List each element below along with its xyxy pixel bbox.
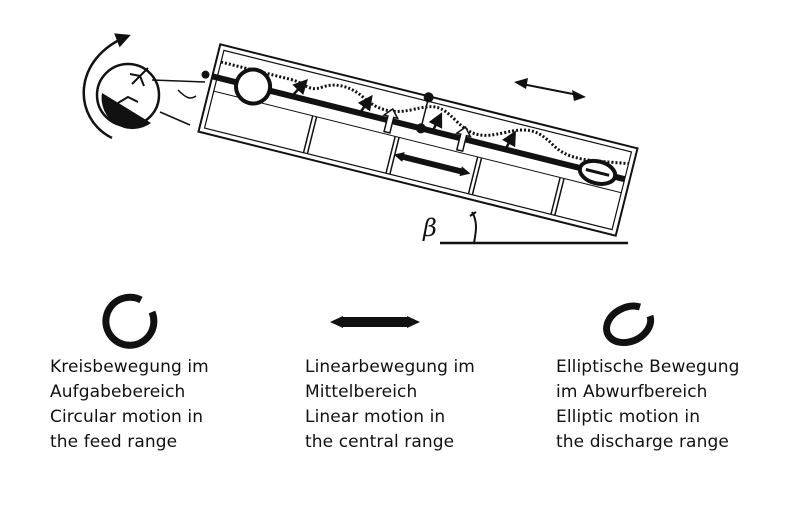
legend-line: Linearbewegung im [305,357,475,377]
circular-motion-icon [102,293,158,349]
legend-line: the discharge range [556,432,729,452]
legend-line: Aufgabebereich [50,382,186,402]
drive-detail-circle [95,62,161,130]
legend-line: Elliptic motion in [556,407,701,427]
oscillation-arrow-icon [514,78,586,101]
screen-deck [197,43,639,237]
legend-line: Circular motion in [50,407,204,427]
rotation-arrow-icon [82,33,131,140]
legend-line: Elliptische Bewegung [556,357,740,377]
legend-line: the feed range [50,432,178,452]
legend-line: im Abwurfbereich [556,382,708,402]
elliptic-motion-icon [603,302,655,347]
legend-line: Mittelbereich [305,382,418,402]
legend-line: Kreisbewegung im [50,357,209,377]
legend-linear: Linearbewegung im Mittelbereich Linear m… [305,355,475,455]
legend-line: the central range [305,432,455,452]
linear-motion-icon [330,316,420,328]
legend-circular: Kreisbewegung im Aufgabebereich Circular… [50,355,209,455]
legend-elliptic: Elliptische Bewegung im Abwurfbereich El… [556,355,740,455]
angle-symbol: β [423,214,437,242]
legend-line: Linear motion in [305,407,446,427]
angle-marker [440,211,628,245]
